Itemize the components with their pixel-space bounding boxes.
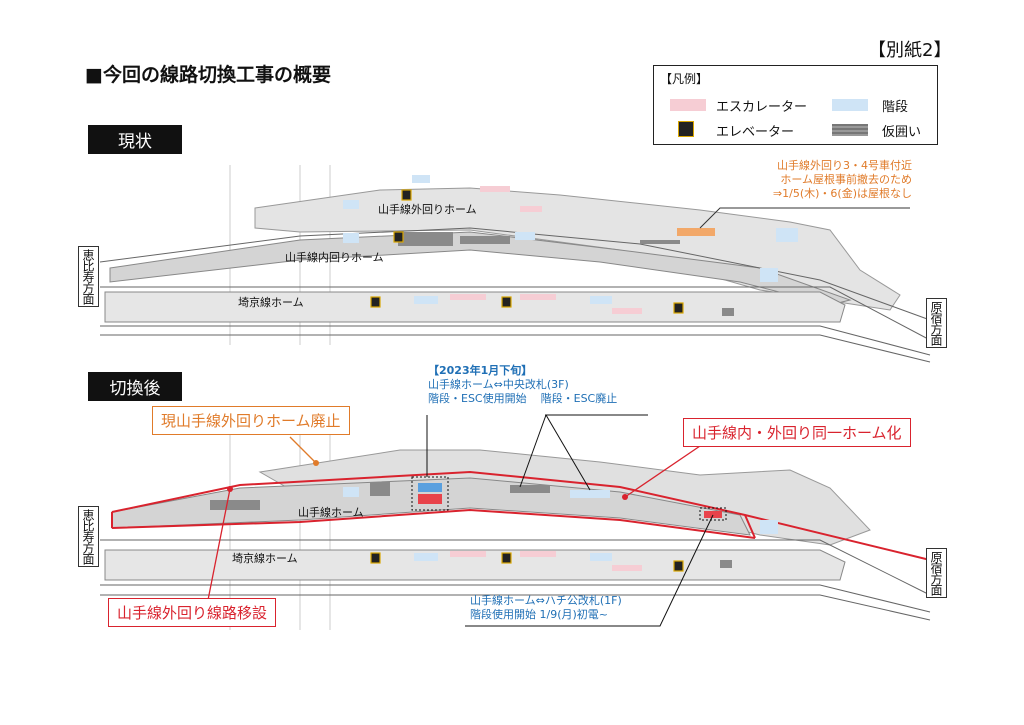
- note-line: 山手線ホーム⇔ハチ公改札(1F): [470, 594, 622, 607]
- note-line: ホーム屋根事前撤去のため: [780, 173, 912, 186]
- legend-hoarding: 仮囲い: [882, 125, 922, 140]
- note-start: 階段・ESC使用開始: [428, 392, 527, 405]
- stairs-swatch: [832, 99, 868, 111]
- unify-callout: 山手線内・外回り同一ホーム化: [683, 418, 911, 447]
- escalator-swatch: [670, 99, 706, 111]
- after-right-direction: 原宿方面: [926, 548, 947, 598]
- legend-escalator: エスカレーター: [716, 100, 808, 115]
- page-title: ■今回の線路切換工事の概要: [85, 64, 331, 86]
- elevator-icon: [678, 121, 694, 137]
- legend-stairs: 階段: [882, 100, 909, 115]
- roof-removal-note: 山手線外回り3・4号車付近 ホーム屋根事前撤去のため ⇒1/5(木)・6(金)は…: [712, 159, 912, 201]
- abolish-callout: 現山手線外回りホーム廃止: [152, 406, 350, 435]
- sheet-label: 【別紙2】: [868, 40, 952, 61]
- after-diagram: [100, 414, 931, 627]
- note-end: 階段・ESC廃止: [540, 392, 618, 405]
- current-left-direction: 恵比寿方面: [78, 246, 99, 307]
- platform-label: 山手線外回りホーム: [378, 203, 477, 216]
- note-line: 【2023年1月下旬】: [428, 364, 533, 377]
- legend-title: 【凡例】: [660, 72, 709, 86]
- section-current: 現状: [88, 125, 182, 154]
- hachiko-gate-note: 山手線ホーム⇔ハチ公改札(1F) 階段使用開始 1/9(月)初電~: [470, 594, 622, 622]
- hoarding-swatch: [832, 124, 868, 136]
- note-line: 階段使用開始 1/9(月)初電~: [470, 608, 608, 621]
- relocate-callout: 山手線外回り線路移設: [108, 598, 277, 627]
- section-after: 切換後: [88, 372, 182, 401]
- after-left-direction: 恵比寿方面: [78, 506, 99, 567]
- platform-label: 埼京線ホーム: [232, 552, 298, 565]
- legend-elevator: エレベーター: [716, 125, 795, 140]
- note-line: 山手線外回り3・4号車付近: [777, 159, 912, 172]
- central-gate-note: 【2023年1月下旬】 山手線ホーム⇔中央改札(3F) 階段・ESC使用開始階段…: [428, 364, 617, 406]
- legend: 【凡例】 エスカレーター 階段 エレベーター 仮囲い: [653, 65, 938, 145]
- platform-label: 埼京線ホーム: [238, 296, 304, 309]
- current-diagram: [99, 175, 931, 363]
- platform-label: 山手線内回りホーム: [285, 251, 384, 264]
- note-line: ⇒1/5(木)・6(金)は屋根なし: [772, 187, 912, 200]
- current-right-direction: 原宿方面: [926, 298, 947, 348]
- note-line: 階段・ESC使用開始階段・ESC廃止: [428, 392, 617, 406]
- note-line: 山手線ホーム⇔中央改札(3F): [428, 378, 569, 391]
- platform-label: 山手線ホーム: [298, 506, 364, 519]
